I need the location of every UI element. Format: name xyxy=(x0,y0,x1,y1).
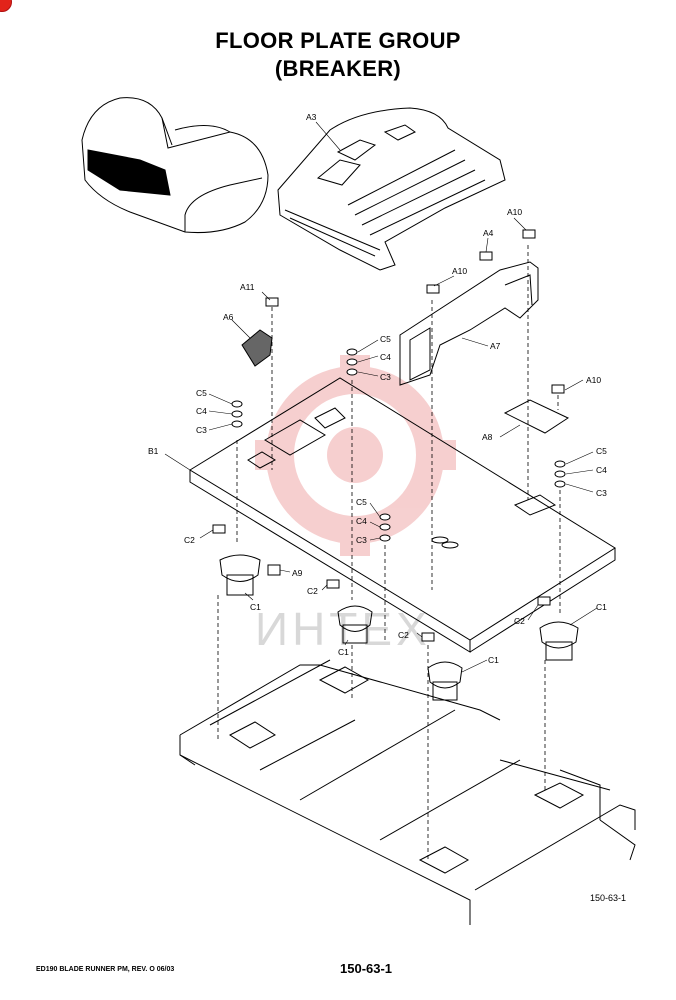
callout-a10: A10 xyxy=(452,266,467,276)
callout-c2: C2 xyxy=(514,616,525,626)
isolator-mounts xyxy=(219,554,579,701)
callout-a4: A4 xyxy=(483,228,494,238)
callout-c4: C4 xyxy=(196,406,207,416)
page-title: FLOOR PLATE GROUP xyxy=(215,28,461,53)
callout-a10: A10 xyxy=(507,207,522,217)
callout-c4: C4 xyxy=(380,352,391,362)
callout-a6: A6 xyxy=(223,312,234,322)
callout-c5: C5 xyxy=(596,446,607,456)
machine-frame xyxy=(179,659,636,925)
callout-c4: C4 xyxy=(596,465,607,475)
page-number: 150-63-1 xyxy=(340,961,393,976)
leader-lines xyxy=(164,121,598,673)
callout-c3: C3 xyxy=(356,535,367,545)
callout-c5: C5 xyxy=(380,334,391,344)
callout-c1: C1 xyxy=(596,602,607,612)
callout-c2: C2 xyxy=(398,630,409,640)
latch xyxy=(241,329,273,367)
callout-c2: C2 xyxy=(184,535,195,545)
mount-plate xyxy=(503,399,570,434)
callout-b1: B1 xyxy=(148,446,159,456)
callout-a9: A9 xyxy=(292,568,303,578)
hardware xyxy=(212,229,566,642)
callout-a10: A10 xyxy=(586,375,601,385)
callout-c3: C3 xyxy=(196,425,207,435)
assembly-lines xyxy=(217,245,561,860)
watermark-text: ИНТЕХ xyxy=(255,603,431,655)
callout-c3: C3 xyxy=(596,488,607,498)
callout-c3: C3 xyxy=(380,372,391,382)
callout-a8: A8 xyxy=(482,432,493,442)
floor-plate xyxy=(189,377,616,653)
callout-a3: A3 xyxy=(306,112,317,122)
figure-id: 150-63-1 xyxy=(590,893,627,903)
callout-c4: C4 xyxy=(356,516,367,526)
page-subtitle: (BREAKER) xyxy=(274,56,402,81)
callout-c2: C2 xyxy=(307,586,318,596)
callout-a7: A7 xyxy=(490,341,501,351)
callout-c5: C5 xyxy=(356,497,367,507)
bracket xyxy=(399,261,539,386)
seat xyxy=(81,97,269,233)
callout-c1: C1 xyxy=(488,655,499,665)
callout-c1: C1 xyxy=(250,602,261,612)
callout-c1: C1 xyxy=(338,647,349,657)
footer-manual-id: ED190 BLADE RUNNER PM, REV. O 06/03 xyxy=(36,966,175,973)
floor-mat xyxy=(277,107,506,271)
callout-c5: C5 xyxy=(196,388,207,398)
callout-a11: A11 xyxy=(240,282,255,292)
